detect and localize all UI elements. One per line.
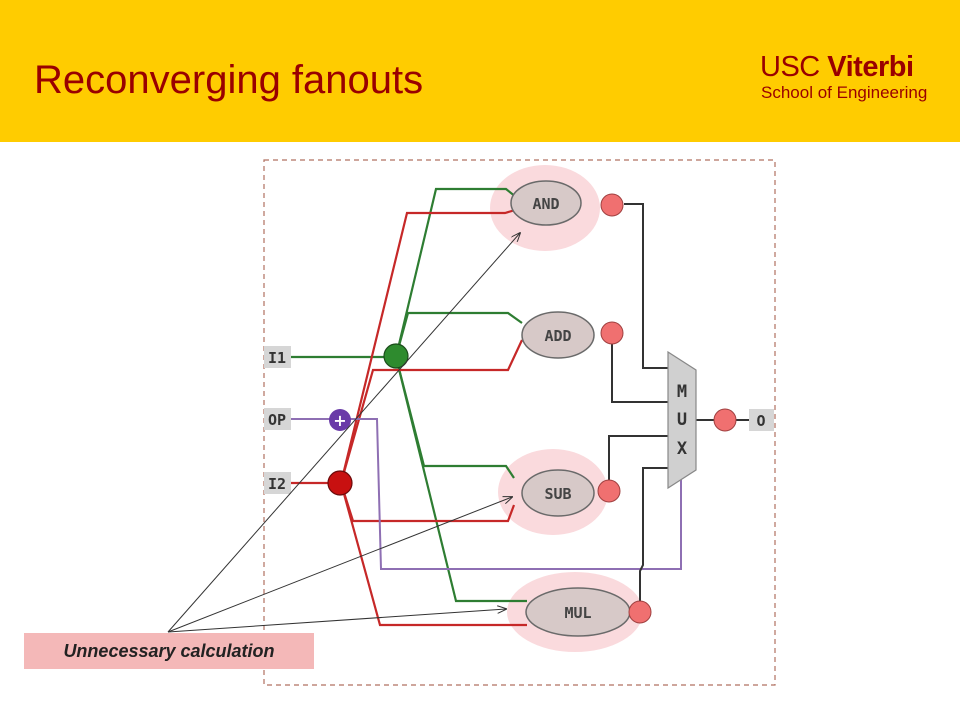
op-marker: + [333, 411, 346, 430]
logo-line-1: USC Viterbi [760, 52, 914, 82]
port-out-label: O [756, 412, 765, 430]
usc-viterbi-logo: USC Viterbi School of Engineering [760, 52, 930, 108]
and-label: AND [532, 195, 559, 213]
slide-title: Reconverging fanouts [34, 58, 424, 102]
sub-output-token [597, 479, 621, 503]
i1-token [383, 343, 409, 369]
i1-wires [290, 187, 527, 603]
and-unit [510, 180, 582, 226]
mux-letter-u: U [677, 410, 687, 430]
sub-unit [521, 469, 595, 517]
logo-line-2: School of Engineering [761, 83, 928, 102]
i2-token [327, 470, 353, 496]
port-i2-label: I2 [268, 475, 286, 493]
port-i1-label: I1 [268, 349, 286, 367]
add-unit [521, 311, 595, 359]
and-output-token [600, 193, 624, 217]
add-label: ADD [544, 327, 571, 345]
port-out [749, 409, 774, 431]
mux-output-token [713, 408, 737, 432]
mux-letter-x: X [677, 439, 688, 459]
port-op [264, 408, 291, 430]
sub-label: SUB [544, 485, 571, 503]
mul-label: MUL [564, 604, 591, 622]
add-output-token [600, 321, 624, 345]
port-i2 [264, 472, 291, 494]
op-select-wire [290, 418, 682, 570]
logo-viterbi: Viterbi [827, 51, 914, 83]
callout-arrows [167, 233, 520, 633]
logo-usc: USC [760, 51, 828, 83]
port-i1 [264, 346, 291, 368]
unnecessary-calculation-callout: Unnecessary calculation [24, 633, 314, 669]
mux [667, 350, 697, 490]
header-bar [0, 0, 960, 142]
port-op-label: OP [268, 411, 286, 429]
mul-output-token [628, 600, 652, 624]
mux-letter-m: M [677, 382, 687, 402]
op-token [329, 409, 351, 431]
i2-wires [290, 206, 527, 627]
